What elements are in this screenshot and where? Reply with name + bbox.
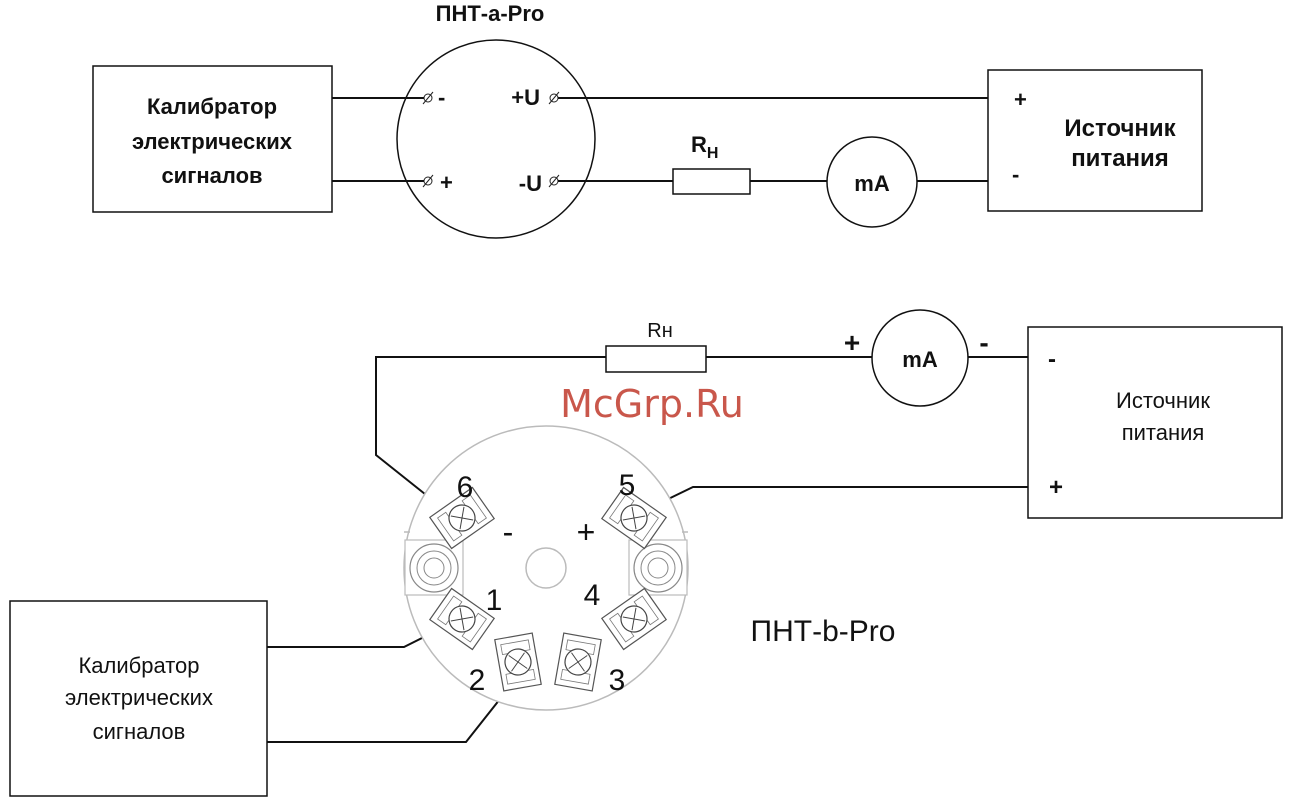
top-device-title: ПНТ-а-Pro: [436, 1, 545, 26]
top-calibrator-line-3: сигналов: [161, 163, 262, 188]
top-power-minus: -: [1012, 162, 1019, 187]
bottom-power-line-1: Источник: [1116, 388, 1210, 413]
bottom-power-minus: -: [1048, 346, 1056, 373]
top-calibrator-line-2: электрических: [132, 129, 293, 154]
bottom-calibrator-line-1: Калибратор: [78, 653, 199, 678]
top-resistor-label: RH: [691, 132, 718, 162]
bottom-terminal-2: [495, 633, 541, 691]
bottom-milliammeter-label: mA: [902, 347, 938, 372]
bottom-calibrator-line-3: сигналов: [93, 719, 186, 744]
top-power-plus: +: [1014, 87, 1027, 112]
bottom-terminal-6-label: 6: [457, 471, 474, 504]
bottom-meter-plus: +: [844, 327, 860, 358]
top-diagram: ПНТ-а-Pro Калибратор электрических сигна…: [93, 1, 1202, 238]
bottom-polarity-plus: +: [577, 514, 596, 550]
top-device-circle: [397, 40, 595, 238]
top-calibrator-line-1: Калибратор: [147, 94, 277, 119]
bottom-mount-hole-left: [405, 540, 463, 595]
bottom-device-center-hole: [526, 548, 566, 588]
top-power-line-2: питания: [1071, 145, 1169, 172]
bottom-terminal-1-label: 1: [486, 584, 503, 617]
bottom-polarity-minus: -: [503, 514, 514, 550]
top-terminal-left-plus-label: +: [440, 170, 453, 195]
watermark-text: McGrp.Ru: [560, 382, 744, 426]
bottom-terminal-2-label: 2: [469, 664, 486, 697]
bottom-terminal-3-label: 3: [609, 664, 626, 697]
bottom-terminal-4-label: 4: [584, 579, 601, 612]
bottom-meter-minus: -: [979, 327, 988, 358]
bottom-resistor: [606, 346, 706, 372]
bottom-terminal-3: [555, 633, 601, 691]
bottom-wire-term1: [267, 630, 438, 647]
bottom-power-line-2: питания: [1122, 420, 1205, 445]
bottom-calibrator-line-2: электрических: [65, 685, 213, 710]
top-resistor: [673, 169, 750, 194]
top-terminal-right-plus-label: +U: [511, 85, 540, 110]
bottom-device-title: ПНТ-b-Pro: [751, 615, 896, 648]
top-terminal-left-minus-label: -: [438, 85, 445, 110]
bottom-terminal-5-label: 5: [619, 469, 636, 502]
top-power-line-1: Источник: [1064, 115, 1176, 142]
bottom-power-plus: +: [1049, 474, 1063, 501]
top-milliammeter-label: mA: [854, 171, 890, 196]
bottom-mount-hole-right: [629, 540, 687, 595]
bottom-resistor-label: Rн: [647, 320, 673, 342]
bottom-wire-term5: [660, 487, 1028, 503]
bottom-device-body: [404, 426, 688, 710]
top-terminal-right-minus-label: -U: [519, 171, 542, 196]
